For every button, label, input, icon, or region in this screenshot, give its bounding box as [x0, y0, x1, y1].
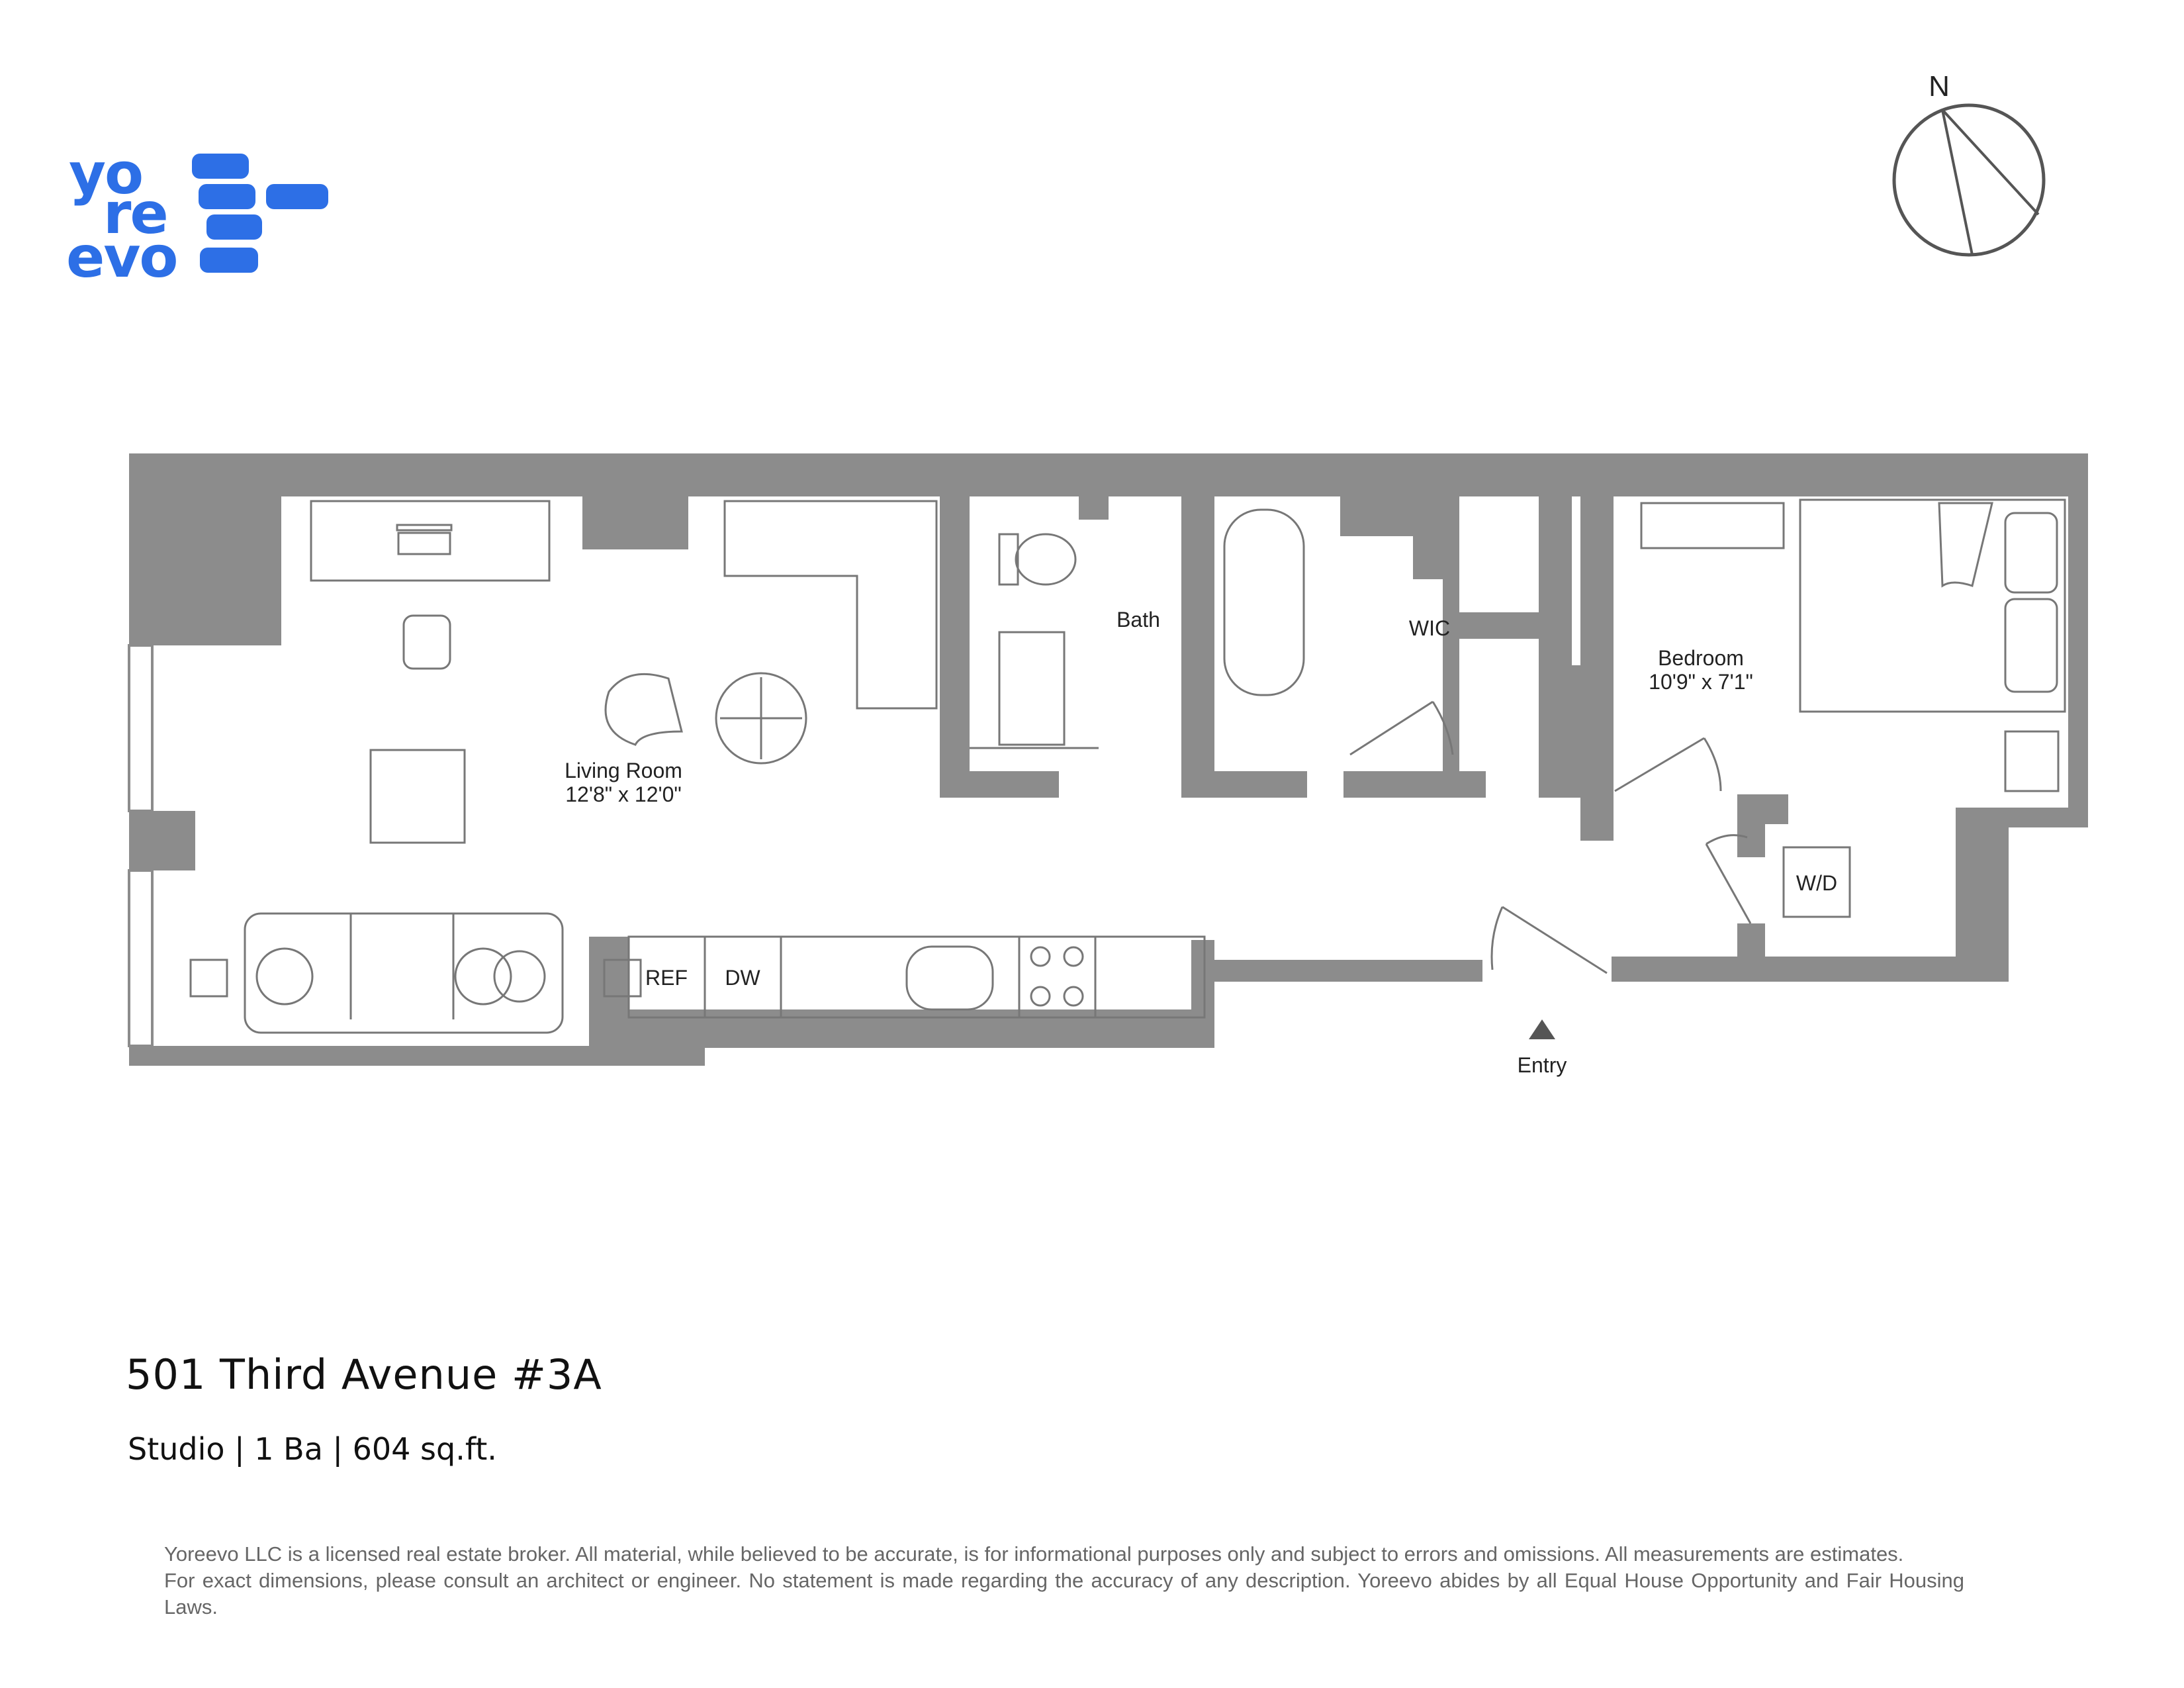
compass-needle	[1941, 109, 1974, 256]
logo-brick-5	[200, 248, 258, 273]
wd-label: W/D	[1796, 871, 1837, 895]
pillow-icon	[255, 947, 314, 1006]
walls	[129, 453, 2088, 1066]
keyboard-icon	[397, 532, 451, 555]
entry-label: Entry	[1518, 1053, 1567, 1077]
burner-icon	[1030, 946, 1051, 967]
listing-title: 501 Third Avenue #3A	[126, 1350, 602, 1399]
living-furniture	[189, 500, 938, 1034]
dresser-icon	[1640, 502, 1785, 549]
compass-needle-edge	[1941, 109, 2040, 216]
window-left	[128, 644, 154, 1047]
logo-brick-2	[199, 184, 255, 209]
disclaimer: Yoreevo LLC is a licensed real estate br…	[164, 1541, 1964, 1620]
pillow-icon	[2004, 598, 2058, 693]
bath-label: Bath	[1116, 608, 1160, 632]
side-table-icon	[189, 959, 228, 998]
disclaimer-line-2: For exact dimensions, please consult an …	[164, 1569, 1964, 1618]
dw-label: DW	[725, 966, 760, 990]
disclaimer-line-1: Yoreevo LLC is a licensed real estate br…	[164, 1542, 1904, 1566]
sectional-sofa-icon	[723, 500, 938, 710]
kitchen	[627, 935, 1206, 1019]
living-room-name: Living Room	[565, 759, 682, 782]
burner-icon	[1063, 986, 1084, 1007]
blanket-fold-icon	[1938, 502, 1993, 588]
monitor-icon	[396, 524, 453, 532]
north-compass-icon: N	[1892, 70, 2046, 257]
bedroom-dims: 10'9" x 7'1"	[1649, 670, 1753, 694]
nightstand-icon	[2004, 730, 2060, 792]
toilet-tank-icon	[998, 533, 1019, 586]
round-table-icon	[715, 672, 807, 765]
wic-door	[1349, 700, 1454, 756]
desk-chair-icon	[402, 614, 451, 670]
listing-summary: Studio | 1 Ba | 604 sq.ft.	[128, 1431, 497, 1467]
ref-label: REF	[645, 966, 688, 990]
ottoman	[369, 749, 466, 844]
bedroom-door	[1614, 737, 1705, 792]
logo-text-yo: yo	[69, 141, 144, 207]
floor-plan: REF DW Living Room 12'8" x 12'0" Bath W	[128, 453, 2088, 1077]
north-label: N	[1929, 70, 1950, 103]
vanity-icon	[998, 631, 1066, 746]
bath-fixtures	[970, 508, 1305, 749]
logo-brick-3	[266, 184, 328, 209]
bed-icon	[1799, 498, 2066, 713]
logo-text-re: re	[103, 181, 169, 247]
entry-door	[1502, 906, 1608, 974]
wd-door	[1705, 843, 1752, 924]
burner-icon	[1030, 986, 1051, 1007]
bathtub-icon	[1223, 508, 1305, 696]
logo-brick-1	[192, 154, 249, 179]
desk	[310, 500, 551, 582]
entry-arrow-icon	[1529, 1019, 1555, 1039]
logo-text-evo: evo	[66, 224, 178, 291]
bedroom-name: Bedroom	[1658, 646, 1744, 670]
washer-dryer-icon	[1782, 846, 1851, 918]
doors	[1490, 834, 1851, 974]
sofa-icon	[244, 912, 564, 1034]
logo-brick-4	[206, 214, 262, 240]
toilet-icon	[1015, 533, 1077, 586]
burner-icon	[1063, 946, 1084, 967]
living-room-dims: 12'8" x 12'0"	[565, 782, 682, 806]
bedroom-furniture	[1614, 498, 2066, 792]
kitchen-sink-icon	[905, 945, 994, 1011]
brand-logo: yo re evo	[66, 146, 331, 291]
pillow-icon	[2004, 512, 2058, 594]
pillow-icon	[454, 947, 512, 1006]
side-table-icon	[603, 959, 642, 998]
pillow-icon	[493, 950, 546, 1003]
armchair-icon	[604, 673, 683, 746]
wic-label: WIC	[1409, 616, 1450, 640]
